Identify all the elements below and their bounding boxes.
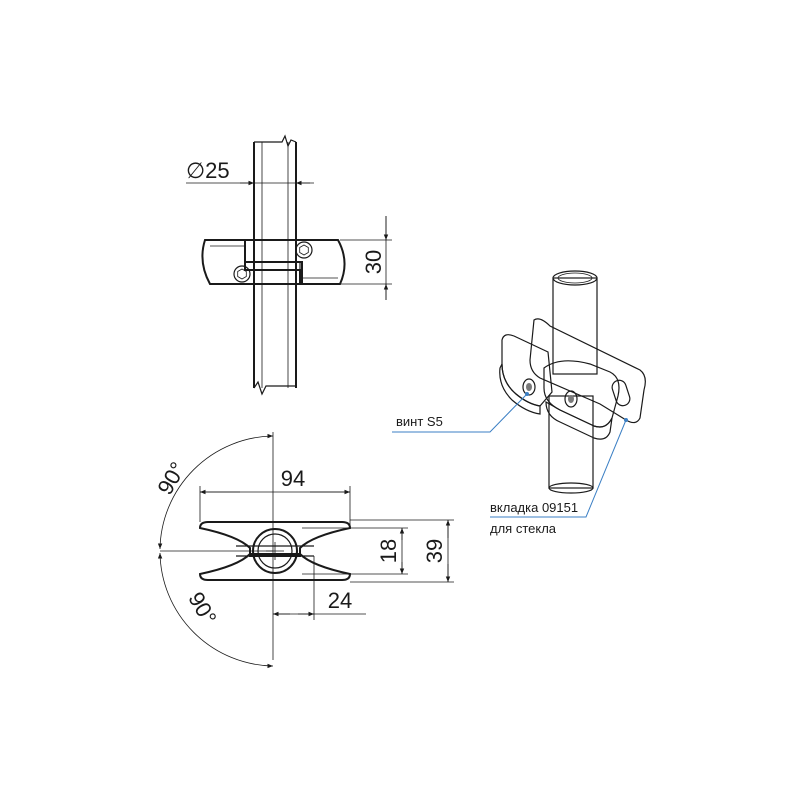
isometric-view	[499, 270, 646, 494]
screw-icon	[564, 390, 578, 408]
screw-icon	[522, 378, 536, 396]
diameter-label: ∅25	[186, 158, 230, 183]
tube-front	[253, 134, 297, 396]
clamp-front	[201, 239, 346, 285]
screw-callout: винт S5	[392, 392, 529, 433]
gap-label: 18	[376, 539, 401, 563]
top-view: 90° 90° 94 18 39	[152, 432, 454, 669]
screw-callout-label: винт S5	[396, 414, 443, 429]
gap-dimension: 18	[302, 527, 408, 575]
angle-top-label: 90°	[152, 458, 190, 499]
depth-dimension: 39	[350, 519, 454, 583]
screw-icon	[233, 265, 251, 283]
width-label: 94	[281, 466, 305, 491]
depth-label: 39	[422, 539, 447, 563]
insert-callout: вкладка 09151 для стекла	[490, 418, 628, 536]
width-dimension: 94	[199, 466, 351, 528]
angle-bottom-label: 90°	[183, 588, 221, 629]
height-dimension: 30	[340, 216, 392, 300]
height-label: 30	[361, 250, 386, 274]
front-view: ∅25 30	[186, 134, 392, 396]
screw-icon	[295, 241, 313, 259]
insert-callout-label-2: для стекла	[490, 521, 557, 536]
insert-callout-label-1: вкладка 09151	[490, 500, 578, 515]
offset-dimension: 24	[273, 556, 366, 620]
offset-label: 24	[328, 588, 352, 613]
diameter-dimension: ∅25	[186, 158, 314, 186]
